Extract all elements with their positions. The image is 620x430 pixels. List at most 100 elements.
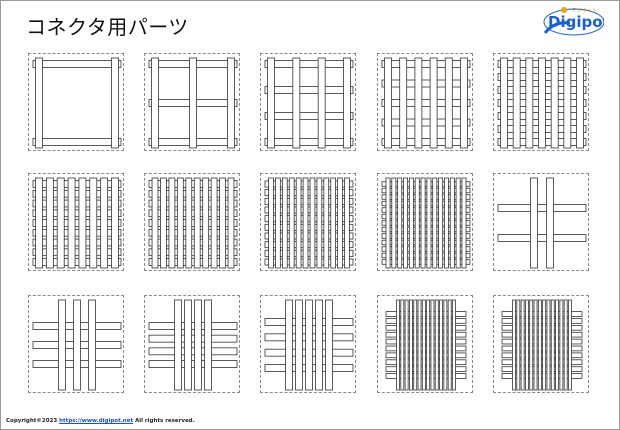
vertical-band xyxy=(555,299,559,391)
vertical-band xyxy=(533,299,538,391)
connector-part-10[interactable] xyxy=(493,173,589,271)
site-link[interactable]: https://www.digipot.net xyxy=(59,418,134,424)
connector-part-15[interactable] xyxy=(493,295,589,393)
horizontal-band xyxy=(32,209,122,218)
vertical-band xyxy=(295,299,303,391)
vertical-band xyxy=(449,177,455,269)
vertical-band xyxy=(325,299,333,391)
vertical-band xyxy=(151,177,159,269)
connector-part-drawing xyxy=(148,299,238,391)
vertical-band xyxy=(56,177,65,269)
vertical-band xyxy=(267,57,275,149)
vertical-band xyxy=(384,57,392,149)
horizontal-band xyxy=(385,311,467,317)
vertical-band xyxy=(268,177,274,269)
connector-part-8[interactable] xyxy=(260,173,356,271)
horizontal-band xyxy=(381,220,471,226)
horizontal-band xyxy=(148,360,238,368)
connector-part-drawing xyxy=(264,177,354,269)
vertical-band xyxy=(444,57,453,149)
vertical-band xyxy=(426,299,431,391)
horizontal-band xyxy=(497,234,587,242)
horizontal-band xyxy=(148,347,238,356)
rights-text: All rights reserved. xyxy=(133,418,195,424)
vertical-band xyxy=(409,299,413,391)
horizontal-band xyxy=(381,99,471,107)
horizontal-band xyxy=(148,228,238,237)
horizontal-band xyxy=(385,338,467,345)
connector-part-5[interactable] xyxy=(493,53,589,151)
connector-part-6[interactable] xyxy=(28,173,124,271)
vertical-band xyxy=(100,177,109,269)
horizontal-band xyxy=(264,258,354,266)
vertical-band xyxy=(430,299,435,391)
vertical-band xyxy=(330,177,336,269)
logo-subtext: デジポット xyxy=(572,7,597,14)
vertical-band xyxy=(204,299,212,391)
horizontal-band xyxy=(385,345,467,352)
connector-part-drawing xyxy=(385,299,467,391)
vertical-band xyxy=(227,177,235,269)
vertical-band xyxy=(385,177,391,269)
horizontal-band xyxy=(385,318,467,324)
vertical-band xyxy=(58,299,66,391)
connector-part-11[interactable] xyxy=(28,295,124,393)
horizontal-band xyxy=(501,366,583,372)
vertical-band xyxy=(288,177,295,269)
vertical-band xyxy=(184,299,192,391)
digipot-logo[interactable]: Digipot デジポット xyxy=(540,3,610,37)
connector-part-4[interactable] xyxy=(377,53,473,151)
connector-part-7[interactable] xyxy=(144,173,240,271)
connector-part-9[interactable] xyxy=(377,173,473,271)
connector-part-drawing xyxy=(497,177,587,269)
vertical-band xyxy=(568,299,572,391)
vertical-band xyxy=(455,177,461,269)
horizontal-band xyxy=(148,334,238,343)
vertical-band xyxy=(343,57,351,149)
connector-part-drawing xyxy=(497,57,587,149)
horizontal-band xyxy=(501,311,583,317)
connector-part-3[interactable] xyxy=(260,53,356,151)
horizontal-band xyxy=(32,248,122,257)
vertical-band xyxy=(432,177,438,269)
vertical-band xyxy=(305,299,313,391)
connector-part-drawing xyxy=(148,57,238,149)
vertical-band xyxy=(434,299,439,391)
vertical-band xyxy=(89,177,98,269)
connector-part-13[interactable] xyxy=(260,295,356,393)
vertical-band xyxy=(537,299,542,391)
vertical-band xyxy=(295,177,302,269)
connector-part-drawing xyxy=(264,299,354,391)
vertical-band xyxy=(45,177,54,269)
vertical-band xyxy=(189,57,197,149)
connector-part-1[interactable] xyxy=(28,53,124,151)
connector-part-12[interactable] xyxy=(144,295,240,393)
vertical-band xyxy=(414,177,420,269)
vertical-band xyxy=(426,177,432,269)
vertical-band xyxy=(302,177,309,269)
vertical-band xyxy=(538,57,546,149)
vertical-band xyxy=(461,177,467,269)
vertical-band xyxy=(35,57,43,149)
horizontal-band xyxy=(385,366,467,372)
horizontal-band xyxy=(381,239,471,246)
vertical-band xyxy=(417,299,422,391)
vertical-band xyxy=(404,299,409,391)
horizontal-band xyxy=(501,345,583,352)
vertical-band xyxy=(275,177,281,269)
horizontal-band xyxy=(264,206,354,214)
vertical-band xyxy=(525,57,534,149)
vertical-band xyxy=(443,299,448,391)
horizontal-band xyxy=(264,249,354,257)
connector-part-14[interactable] xyxy=(377,295,473,393)
connector-part-drawing xyxy=(32,177,122,269)
horizontal-band xyxy=(381,246,471,252)
horizontal-band xyxy=(501,324,583,331)
vertical-band xyxy=(452,299,456,391)
vertical-band xyxy=(542,299,547,391)
horizontal-band xyxy=(381,181,471,187)
horizontal-band xyxy=(381,194,471,200)
connector-part-2[interactable] xyxy=(144,53,240,151)
vertical-band xyxy=(444,177,449,269)
